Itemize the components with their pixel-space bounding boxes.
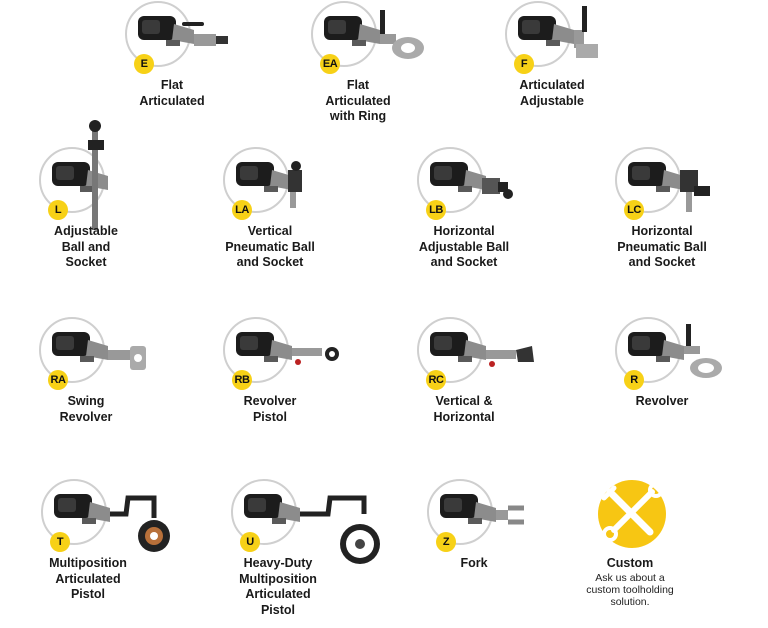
code-badge: F [514,54,534,74]
toolholder-image [417,317,534,383]
item-label-line: Horizontal [433,224,495,238]
item-label-line: Vertical [247,224,293,238]
custom-item[interactable]: Custom Ask us about a custom toolholding… [540,478,720,628]
toolholder-item-rc[interactable]: RC Vertical &Horizontal [374,316,554,466]
item-label-line: Articulated [139,93,205,108]
item-label-line: Ball and [61,239,111,254]
item-label-line: Revolver [243,394,297,408]
code-badge: EA [320,54,340,74]
item-label-line: Articulated [55,571,121,586]
code-badge: LA [232,200,252,220]
item-label-line: and Socket [236,255,304,269]
item-label-line: Pneumatic Ball [225,239,315,254]
custom-line-2: custom toolholding [586,584,674,596]
code-badge: LC [624,200,644,220]
code-badge: U [240,532,260,552]
custom-line-1: Ask us about a [595,572,665,584]
code-badge: E [134,54,154,74]
toolholder-image [39,120,108,230]
item-label-line: Flat [346,78,370,92]
item-label-line: Pistol [70,587,106,601]
item-label-line: with Ring [329,109,387,123]
item-label-line: Multiposition [49,556,127,570]
item-label-line: Vertical & [435,394,493,408]
item-label-line: Revolver [59,409,113,424]
item-label-line: Pistol [260,602,296,617]
toolholder-image [41,479,170,552]
item-label-line: Multiposition [239,571,317,586]
code-badge: LB [426,200,446,220]
item-label-line: Flat [160,78,184,92]
toolholder-image [427,479,524,545]
item-label-line: Adjustable [54,224,118,238]
toolholder-image [505,1,598,67]
code-badge: RA [48,370,68,390]
item-label-line: Adjustable Ball [418,239,510,254]
toolholder-image [615,317,722,383]
wrench-screwdriver-icon [598,480,666,548]
code-badge: RB [232,370,252,390]
toolholder-image [417,147,513,213]
item-label-line: Articulated [325,93,391,108]
toolholder-image [125,1,228,67]
item-label-line: and Socket [628,255,696,269]
toolholder-image [615,147,710,213]
item-label-line: Horizontal [631,224,693,238]
item-label-line: Articulated [519,78,585,92]
item-label-line: Horizontal [433,409,495,424]
item-label-line: Pneumatic Ball [617,239,707,254]
item-label-line: Revolver [635,394,689,408]
toolholder-image [231,479,380,564]
toolholder-item-z[interactable]: Z Fork [384,478,564,628]
custom-line-3: solution. [610,596,650,608]
item-label-line: Articulated [245,587,311,601]
toolholder-image [223,317,339,383]
item-label-line: Pistol [252,409,288,424]
item-label-line: Socket [65,255,107,269]
toolholder-item-r[interactable]: R Revolver [572,316,752,466]
item-label-line: and Socket [430,255,498,269]
code-badge: R [624,370,644,390]
item-label-line: Heavy-Duty [243,556,313,570]
item-label-line: Fork [460,556,488,570]
code-badge: Z [436,532,456,552]
toolholder-image [311,1,424,67]
toolholder-image [39,317,146,383]
code-badge: RC [426,370,446,390]
item-label-line: Swing [67,394,105,408]
custom-title: Custom [606,556,654,570]
code-badge: L [48,200,68,220]
code-badge: T [50,532,70,552]
toolholder-image [223,147,302,213]
item-label-line: Adjustable [520,93,584,108]
